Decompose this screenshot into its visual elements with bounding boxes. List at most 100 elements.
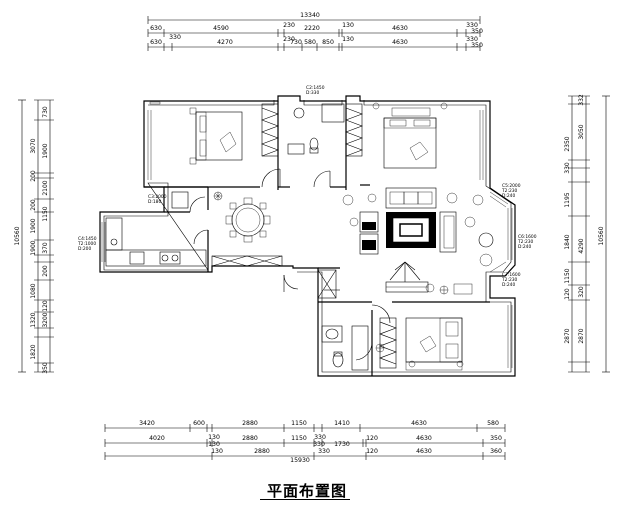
dim-bot-r2-1: 130 — [208, 441, 220, 448]
dim-top-r1-0: 630 — [150, 25, 162, 32]
dim-bot-r3-4: 4630 — [416, 448, 432, 455]
dim-bot-r1-1: 600 — [193, 420, 205, 427]
window-label-c4-a: C4:1450 — [78, 236, 97, 242]
bathroom-upper — [287, 103, 345, 155]
dim-right-10: 2870 — [578, 328, 585, 343]
dim-top-r2-2: 4270 — [217, 39, 233, 46]
dim-bot-r2-8: 350 — [490, 435, 502, 442]
window-label-c7-c: D:240 — [502, 282, 515, 288]
bathroom-lower — [321, 325, 369, 371]
dim-bot-r1-7: 4630 — [411, 420, 427, 427]
doors — [189, 168, 391, 361]
dim-top-r2-6: 850 — [322, 39, 334, 46]
wardrobes — [211, 103, 397, 369]
dim-bot-r2-7: 4630 — [416, 435, 432, 442]
dim-bot-r1-5: 330 — [314, 434, 326, 441]
bed-master — [189, 107, 243, 165]
dim-bot-r3-5: 360 — [490, 448, 502, 455]
dim-top-r1-4: 130 — [342, 22, 354, 29]
dim-left-16: 350 — [42, 362, 49, 374]
dim-bot-r2-0: 4020 — [149, 435, 165, 442]
dim-left-3: 200 — [30, 170, 37, 182]
dim-top-r1-6: 330 — [466, 22, 478, 29]
dim-left-6: 1150 — [42, 206, 49, 221]
exterior-walls — [99, 95, 516, 377]
dim-bot-r3-3: 120 — [366, 448, 378, 455]
top-dimensions: 13340 630 4590 230 2220 130 4630 330 350… — [147, 12, 483, 51]
dim-left-0: 730 — [42, 106, 49, 118]
windows — [101, 101, 513, 368]
dim-top-r2-5: 580 — [304, 39, 316, 46]
window-label-c6-b: T2:230 — [517, 239, 534, 245]
dim-bot-r1-2: 130 — [208, 434, 220, 441]
kitchen — [105, 191, 207, 267]
dim-bot-overall: 15930 — [290, 457, 310, 464]
dim-top-r2-4: 730 — [290, 39, 302, 46]
living-room — [342, 187, 494, 295]
dim-bot-r1-6: 1410 — [334, 420, 350, 427]
dim-top-r1-1: 4590 — [213, 25, 229, 32]
dim-top-r1-5: 4630 — [392, 25, 408, 32]
dim-left-5: 200 — [30, 199, 37, 211]
dim-top-r2-8: 4630 — [392, 39, 408, 46]
dim-bot-r1-0: 3420 — [139, 420, 155, 427]
dim-bot-r1-4: 1150 — [291, 420, 307, 427]
dim-right-2: 2350 — [564, 136, 571, 151]
dim-top-r2-3: 230 — [283, 36, 295, 43]
dim-top-r1-3: 2220 — [304, 25, 320, 32]
dim-bot-r1-3: 2880 — [242, 420, 258, 427]
dim-right-6: 4290 — [578, 238, 585, 253]
window-label-c6-a: C6:1600 — [518, 234, 537, 240]
window-label-c5-b: T2:230 — [501, 188, 518, 194]
bed-second — [383, 107, 437, 169]
window-labels: C2:1450 D:330 C3:2000 D:180 C4:1450 T2:1… — [77, 85, 537, 288]
dim-right-11: 320 — [578, 286, 585, 298]
dim-right-5: 1840 — [564, 234, 571, 249]
drawing-title: 平面布置图 — [266, 482, 347, 500]
window-label-c5-a: C5:2000 — [502, 183, 521, 189]
dim-bot-r2-3: 1150 — [291, 435, 307, 442]
window-label-c7-a: C7:1600 — [502, 272, 521, 278]
dim-bot-r2-5: 1730 — [334, 441, 350, 448]
left-dimensions: 10560 730 3070 1900 200 2100 200 1150 19… — [14, 99, 54, 374]
dim-left-11: 1080 — [30, 283, 37, 298]
dim-bot-r3-0: 130 — [211, 448, 223, 455]
dim-left-1: 3070 — [30, 138, 37, 153]
dim-top-overall: 13340 — [300, 12, 320, 19]
bottom-dimensions: 3420 600 130 2880 1150 330 1410 4630 580… — [104, 420, 506, 464]
window-label-c5-c: D:240 — [502, 193, 515, 199]
window-label-c4-b: T2:1000 — [77, 241, 96, 247]
dim-right-3: 330 — [564, 162, 571, 174]
dim-bot-r3-2: 330 — [318, 448, 330, 455]
dim-left-8: 370 — [42, 242, 49, 254]
dim-right-7: 1150 — [564, 268, 571, 283]
dim-right-1: 3050 — [578, 124, 585, 139]
window-label-c4-c: D:200 — [78, 246, 91, 252]
dim-bot-r2-2: 2880 — [242, 435, 258, 442]
dim-top-r2-9: 330 — [466, 36, 478, 43]
dim-right-0: 332 — [578, 94, 585, 106]
dim-right-9: 2870 — [564, 328, 571, 343]
bed-third — [405, 317, 463, 371]
dim-left-12: 120 — [42, 300, 49, 312]
dim-left-9: 1900 — [30, 240, 37, 255]
dim-right-overall: 10560 — [598, 226, 605, 245]
dim-right-8: 120 — [564, 288, 571, 300]
dim-left-7: 1900 — [30, 218, 37, 233]
dim-bot-r3-1: 2880 — [254, 448, 270, 455]
dim-top-r2-10: 350 — [471, 42, 483, 49]
dim-bot-r2-6: 120 — [366, 435, 378, 442]
dim-top-r2-1: 330 — [169, 34, 181, 41]
dining-table — [225, 197, 271, 243]
dim-left-2: 1900 — [42, 143, 49, 158]
title-underline — [260, 499, 350, 500]
dim-left-14: 3200 — [42, 312, 49, 327]
dim-right-4: 1195 — [564, 192, 571, 207]
dim-bot-r1-8: 580 — [487, 420, 499, 427]
window-label-c7-b: T2:230 — [501, 277, 518, 283]
dim-left-13: 1320 — [30, 312, 37, 327]
dim-left-15: 1820 — [30, 344, 37, 359]
dim-top-r1-7: 350 — [471, 28, 483, 35]
dim-top-r1-2: 230 — [283, 22, 295, 29]
